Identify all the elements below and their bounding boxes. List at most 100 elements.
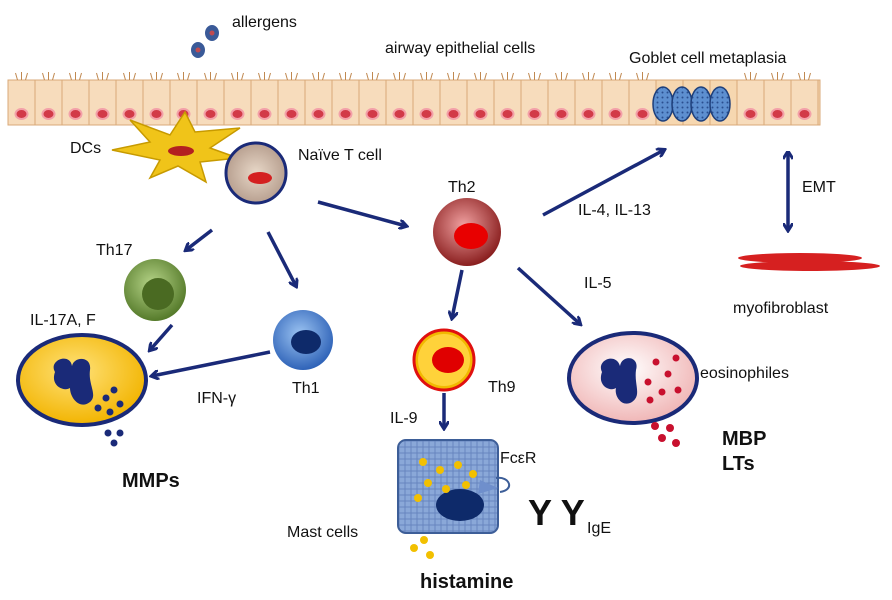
allergens-label: allergens xyxy=(232,14,297,31)
cilia xyxy=(150,72,163,81)
epithelial-nucleus xyxy=(149,108,164,120)
il5-label: IL-5 xyxy=(584,275,612,292)
epithelial-nucleus xyxy=(500,108,515,120)
mmps-label: MMPs xyxy=(122,470,180,492)
epithelial-nucleus xyxy=(257,108,272,120)
mmp-granules xyxy=(104,429,124,447)
th9-label: Th9 xyxy=(488,379,516,396)
ifn-gamma-label: IFN-γ xyxy=(197,390,236,407)
epithelial-nucleus xyxy=(770,108,785,120)
epithelial-nucleus xyxy=(446,108,461,120)
th1-cell xyxy=(273,310,333,370)
epithelial-nucleus xyxy=(311,108,326,120)
cilia xyxy=(555,72,568,81)
goblet-cell xyxy=(709,86,731,122)
il4-il13-label: IL-4, IL-13 xyxy=(578,202,651,219)
epithelial-nucleus xyxy=(554,108,569,120)
epithelial-nucleus xyxy=(392,108,407,120)
airway-epithelial-cells-label: airway epithelial cells xyxy=(385,40,535,57)
cilia xyxy=(69,72,82,81)
epithelial-nucleus xyxy=(41,108,56,120)
il17a-f-label: IL-17A, F xyxy=(30,312,96,329)
myofibroblast-label: myofibroblast xyxy=(733,300,829,317)
goblet-cell xyxy=(671,86,693,122)
cilia xyxy=(204,72,217,81)
th17-cell xyxy=(124,259,186,321)
arrow-th2-to-eosinophil xyxy=(516,266,580,324)
cilia xyxy=(636,72,649,81)
histamine-granules xyxy=(410,536,434,559)
cilia xyxy=(420,72,433,81)
fceR-label: FcεR xyxy=(500,450,536,467)
cilia xyxy=(231,72,244,81)
neutrophil-cell xyxy=(16,333,148,427)
cilia xyxy=(177,72,190,81)
epithelial-nucleus xyxy=(797,108,812,120)
th2-label: Th2 xyxy=(448,179,476,196)
epithelial-nucleus xyxy=(338,108,353,120)
cilia xyxy=(15,72,28,81)
cilia xyxy=(582,72,595,81)
arrow-th2-to-th9 xyxy=(452,269,464,318)
cilia xyxy=(123,72,136,81)
th1-label: Th1 xyxy=(292,380,320,397)
mast-cell xyxy=(397,439,511,534)
dcs-label: DCs xyxy=(70,140,101,157)
epithelial-nucleus xyxy=(608,108,623,120)
cilia xyxy=(474,72,487,81)
goblet-cell xyxy=(690,86,712,122)
cilia xyxy=(501,72,514,81)
histamine-label: histamine xyxy=(420,571,513,593)
lts-label: LTs xyxy=(722,453,755,475)
goblet-cell-metaplasia-label: Goblet cell metaplasia xyxy=(629,50,787,67)
emt-label: EMT xyxy=(802,179,836,196)
il9-label: IL-9 xyxy=(390,410,418,427)
cilia xyxy=(366,72,379,81)
allergen-particles xyxy=(191,25,219,58)
th9-cell xyxy=(412,328,476,392)
epithelial-nucleus xyxy=(14,108,29,120)
epithelial-nucleus xyxy=(95,108,110,120)
arrow-th17-to-neutrophil xyxy=(150,323,174,350)
arrow-th1-to-neutrophil xyxy=(152,350,271,376)
epithelial-nucleus xyxy=(122,108,137,120)
th17-label: Th17 xyxy=(96,242,133,259)
cilia xyxy=(312,72,325,81)
cilia xyxy=(339,72,352,81)
ige-antibody-glyphs: Y Y xyxy=(528,492,585,533)
cilia xyxy=(528,72,541,81)
naive-t-cell-label: Naïve T cell xyxy=(298,147,382,164)
epithelial-nucleus xyxy=(203,108,218,120)
arrow-naive-to-th1 xyxy=(266,231,296,286)
eosinophil-cell xyxy=(567,331,699,425)
cilia xyxy=(393,72,406,81)
ige-label: IgE xyxy=(587,520,611,537)
mast-cells-label: Mast cells xyxy=(287,524,358,541)
eosinophil-granules xyxy=(651,422,680,447)
cilia xyxy=(771,72,784,81)
cilia xyxy=(609,72,622,81)
epithelial-nucleus xyxy=(284,108,299,120)
epithelial-nucleus xyxy=(527,108,542,120)
cilia xyxy=(42,72,55,81)
arrow-naive-to-th17 xyxy=(186,228,214,250)
epithelial-nucleus xyxy=(743,108,758,120)
epithelial-nucleus xyxy=(68,108,83,120)
epithelial-nucleus xyxy=(230,108,245,120)
epithelial-cell xyxy=(790,79,819,126)
dendritic-cell xyxy=(111,110,241,184)
th2-cell xyxy=(433,198,501,266)
naive-t-cell xyxy=(224,141,288,205)
eosinophiles-label: eosinophiles xyxy=(700,365,789,382)
epithelial-nucleus xyxy=(581,108,596,120)
arrow-th2-to-goblet xyxy=(542,150,664,217)
cilia xyxy=(744,72,757,81)
epithelial-nucleus xyxy=(473,108,488,120)
cilia xyxy=(258,72,271,81)
goblet-cell xyxy=(652,86,674,122)
epithelial-nucleus xyxy=(635,108,650,120)
epithelial-nucleus xyxy=(365,108,380,120)
cilia xyxy=(96,72,109,81)
